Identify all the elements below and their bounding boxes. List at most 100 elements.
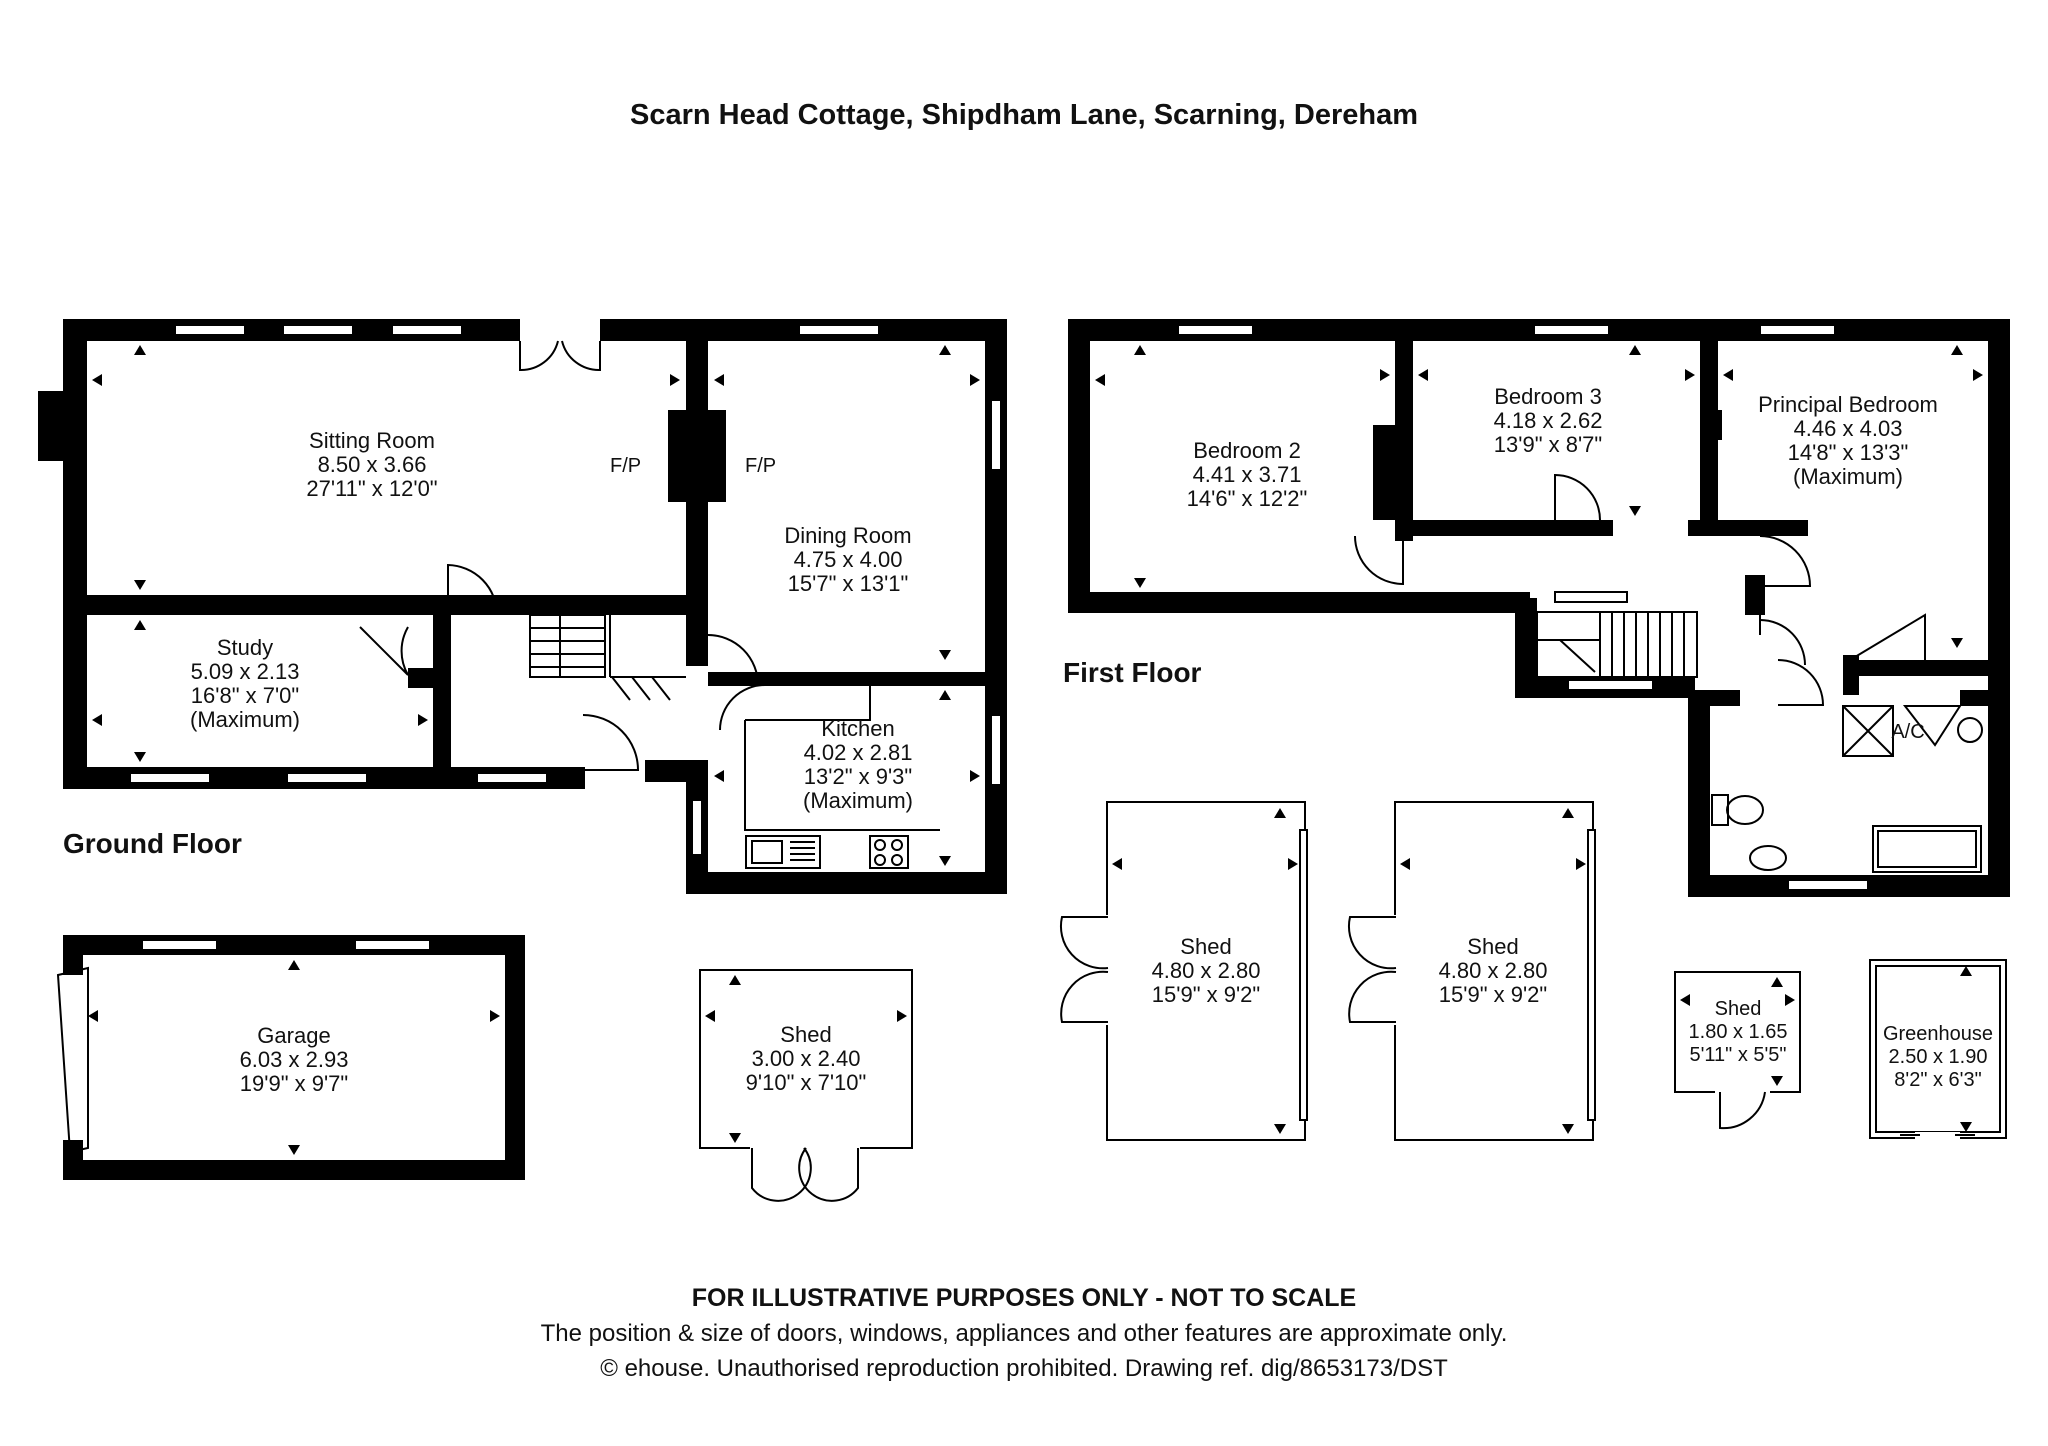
shower — [1842, 705, 1894, 757]
shed-a-plan — [1059, 801, 1308, 1141]
room-greenhouse: Greenhouse 2.50 x 1.90 8'2" x 6'3" — [1883, 1023, 1993, 1091]
ground-floor-label: Ground Floor — [63, 828, 242, 859]
room-sitting: Sitting Room 8.50 x 3.66 27'11" x 12'0" — [306, 428, 437, 501]
room-size-metric: 4.41 x 3.71 — [1193, 462, 1302, 487]
room-size-imperial: 19'9" x 9'7" — [240, 1071, 348, 1096]
room-name: Shed — [1715, 998, 1762, 1020]
room-size-metric: 2.50 x 1.90 — [1889, 1046, 1988, 1068]
room-name: Bedroom 2 — [1193, 438, 1301, 463]
room-size-imperial: 16'8" x 7'0" — [191, 683, 299, 708]
room-name: Kitchen — [821, 716, 894, 741]
first-floor-plan — [1068, 319, 2010, 897]
room-size-imperial: 14'8" x 13'3" — [1788, 440, 1909, 465]
boiler-icon — [1957, 717, 1983, 743]
window — [174, 324, 246, 336]
room-principal: Principal Bedroom 4.46 x 4.03 14'8" x 13… — [1758, 392, 1938, 489]
room-size-metric: 8.50 x 3.66 — [318, 452, 427, 477]
room-shed-tiny: Shed 1.80 x 1.65 5'11" x 5'5" — [1689, 998, 1788, 1066]
room-size-imperial: 14'6" x 12'2" — [1187, 486, 1308, 511]
wall — [708, 672, 988, 686]
fireplace-label: F/P — [610, 455, 641, 477]
room-name: Shed — [1180, 934, 1231, 959]
wall — [686, 341, 708, 666]
window — [691, 799, 703, 856]
room-kitchen: Kitchen 4.02 x 2.81 13'2" x 9'3" (Maximu… — [803, 716, 913, 813]
room-shed-a: Shed 4.80 x 2.80 15'9" x 9'2" — [1152, 934, 1261, 1007]
door — [719, 684, 766, 731]
sink — [745, 835, 821, 869]
door — [582, 714, 640, 771]
garage-plan — [56, 935, 525, 1180]
room-name: Greenhouse — [1883, 1023, 1993, 1045]
room-size-imperial: 15'7" x 13'1" — [788, 571, 909, 596]
room-size-imperial: 15'9" x 9'2" — [1439, 982, 1547, 1007]
door — [447, 563, 498, 616]
room-name: Garage — [257, 1023, 330, 1048]
room-name: Shed — [1467, 934, 1518, 959]
room-size-imperial: 13'9" x 8'7" — [1494, 432, 1602, 457]
room-size-metric: 4.80 x 2.80 — [1439, 958, 1548, 983]
shed-small-plan — [699, 969, 913, 1202]
room-size-imperial: 5'11" x 5'5" — [1689, 1044, 1786, 1066]
room-size-metric: 4.75 x 4.00 — [794, 547, 903, 572]
door — [359, 626, 409, 676]
door — [707, 634, 760, 686]
shed-tiny-plan — [1674, 971, 1801, 1130]
window — [476, 772, 548, 784]
ac-label: A/C — [1891, 721, 1924, 743]
room-dining: Dining Room 4.75 x 4.00 15'7" x 13'1" — [784, 523, 911, 596]
room-size-metric: 4.02 x 2.81 — [804, 740, 913, 765]
room-garage: Garage 6.03 x 2.93 19'9" x 9'7" — [240, 1023, 349, 1096]
fireplace-label: F/P — [745, 455, 776, 477]
room-shed-b: Shed 4.80 x 2.80 15'9" x 9'2" — [1439, 934, 1548, 1007]
room-size-metric: 4.18 x 2.62 — [1494, 408, 1603, 433]
french-door-gap — [520, 318, 600, 342]
room-bedroom3: Bedroom 3 4.18 x 2.62 13'9" x 8'7" — [1494, 384, 1603, 457]
bath — [1872, 825, 1982, 873]
room-size-imperial: 15'9" x 9'2" — [1152, 982, 1260, 1007]
staircase — [529, 614, 606, 678]
room-size-metric: 5.09 x 2.13 — [191, 659, 300, 684]
room-name: Sitting Room — [309, 428, 435, 453]
room-name: Bedroom 3 — [1494, 384, 1602, 409]
room-bedroom2: Bedroom 2 4.41 x 3.71 14'6" x 12'2" — [1187, 438, 1308, 511]
room-name: Principal Bedroom — [1758, 392, 1938, 417]
wall — [433, 615, 451, 789]
plan-title: Scarn Head Cottage, Shipdham Lane, Scarn… — [630, 99, 1418, 131]
toilet — [1711, 794, 1764, 826]
room-size-imperial: 27'11" x 12'0" — [306, 476, 437, 501]
bath-inner — [1877, 830, 1977, 868]
room-name: Study — [217, 635, 273, 660]
room-size-metric: 4.46 x 4.03 — [1794, 416, 1903, 441]
kitchen-counter — [744, 686, 940, 831]
room-size-metric: 1.80 x 1.65 — [1689, 1021, 1788, 1043]
room-name: Shed — [780, 1022, 831, 1047]
room-size-imperial: 8'2" x 6'3" — [1894, 1069, 1981, 1091]
disclaimer-line: The position & size of doors, windows, a… — [541, 1320, 1508, 1347]
room-note: (Maximum) — [1793, 464, 1903, 489]
chimney — [38, 391, 64, 461]
window — [391, 324, 463, 336]
basin — [1749, 845, 1787, 871]
room-note: (Maximum) — [803, 788, 913, 813]
wall — [87, 595, 691, 615]
window — [990, 399, 1002, 471]
room-note: (Maximum) — [190, 707, 300, 732]
room-size-imperial: 9'10" x 7'10" — [746, 1070, 867, 1095]
room-size-metric: 3.00 x 2.40 — [752, 1046, 861, 1071]
ground-floor-plan — [38, 318, 1007, 894]
window — [282, 324, 354, 336]
fireplace — [668, 410, 726, 502]
room-study: Study 5.09 x 2.13 16'8" x 7'0" (Maximum) — [190, 635, 300, 732]
wall — [645, 760, 707, 782]
room-size-imperial: 13'2" x 9'3" — [804, 764, 912, 789]
room-shed-small: Shed 3.00 x 2.40 9'10" x 7'10" — [746, 1022, 867, 1095]
window — [798, 324, 880, 336]
staircase — [1536, 611, 1698, 678]
hob — [869, 835, 909, 869]
greenhouse-plan — [1869, 959, 2007, 1142]
window — [990, 714, 1002, 786]
shed-b-plan — [1347, 801, 1596, 1141]
french-door — [519, 340, 601, 372]
